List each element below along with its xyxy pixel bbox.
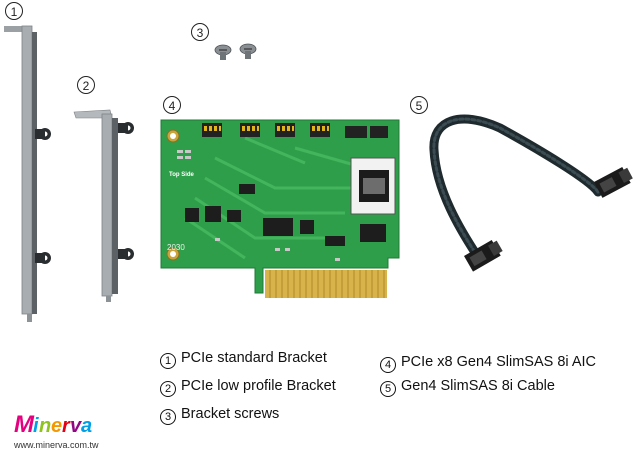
slimsas-cable-image: [429, 114, 633, 272]
board-code-label: 2030: [167, 243, 185, 252]
legend-number: 3: [160, 409, 176, 425]
legend-number: 2: [160, 381, 176, 397]
svg-text:a: a: [81, 415, 92, 437]
minerva-logo: M i n e r v a: [14, 411, 92, 438]
standard-bracket-image: [4, 25, 51, 322]
callout-4: 4: [163, 96, 181, 114]
legend-item-1: 1 PCIe standard Bracket: [160, 350, 327, 369]
callout-1: 1: [5, 2, 23, 20]
legend-text: PCIe x8 Gen4 SlimSAS 8i AIC: [401, 354, 597, 370]
legend-item-5: 5 Gen4 SlimSAS 8i Cable: [380, 378, 555, 397]
legend-text: Bracket screws: [181, 406, 280, 422]
svg-text:n: n: [39, 415, 51, 437]
legend-item-3: 3 Bracket screws: [160, 406, 279, 425]
svg-text:v: v: [70, 415, 83, 437]
callout-2: 2: [77, 76, 95, 94]
board-top-side-label: Top Side: [169, 172, 195, 178]
legend-number: 1: [160, 353, 176, 369]
svg-text:e: e: [51, 415, 62, 437]
svg-text:M: M: [14, 411, 35, 438]
legend-text: PCIe standard Bracket: [181, 350, 327, 366]
pcie-aic-board-image: Top Side 2030: [160, 119, 400, 298]
svg-text:r: r: [62, 415, 71, 437]
callout-5: 5: [410, 96, 428, 114]
svg-text:i: i: [33, 415, 39, 437]
bracket-screws-image: [214, 43, 257, 60]
legend-item-4: 4 PCIe x8 Gen4 SlimSAS 8i AIC: [380, 354, 596, 373]
low-profile-bracket-image: [73, 109, 134, 302]
legend-text: PCIe low profile Bracket: [181, 378, 336, 394]
legend-number: 5: [380, 381, 396, 397]
legend-text: Gen4 SlimSAS 8i Cable: [401, 378, 555, 394]
legend-item-2: 2 PCIe low profile Bracket: [160, 378, 336, 397]
legend-number: 4: [380, 357, 396, 373]
website-url: www.minerva.com.tw: [14, 440, 99, 450]
callout-3: 3: [191, 23, 209, 41]
